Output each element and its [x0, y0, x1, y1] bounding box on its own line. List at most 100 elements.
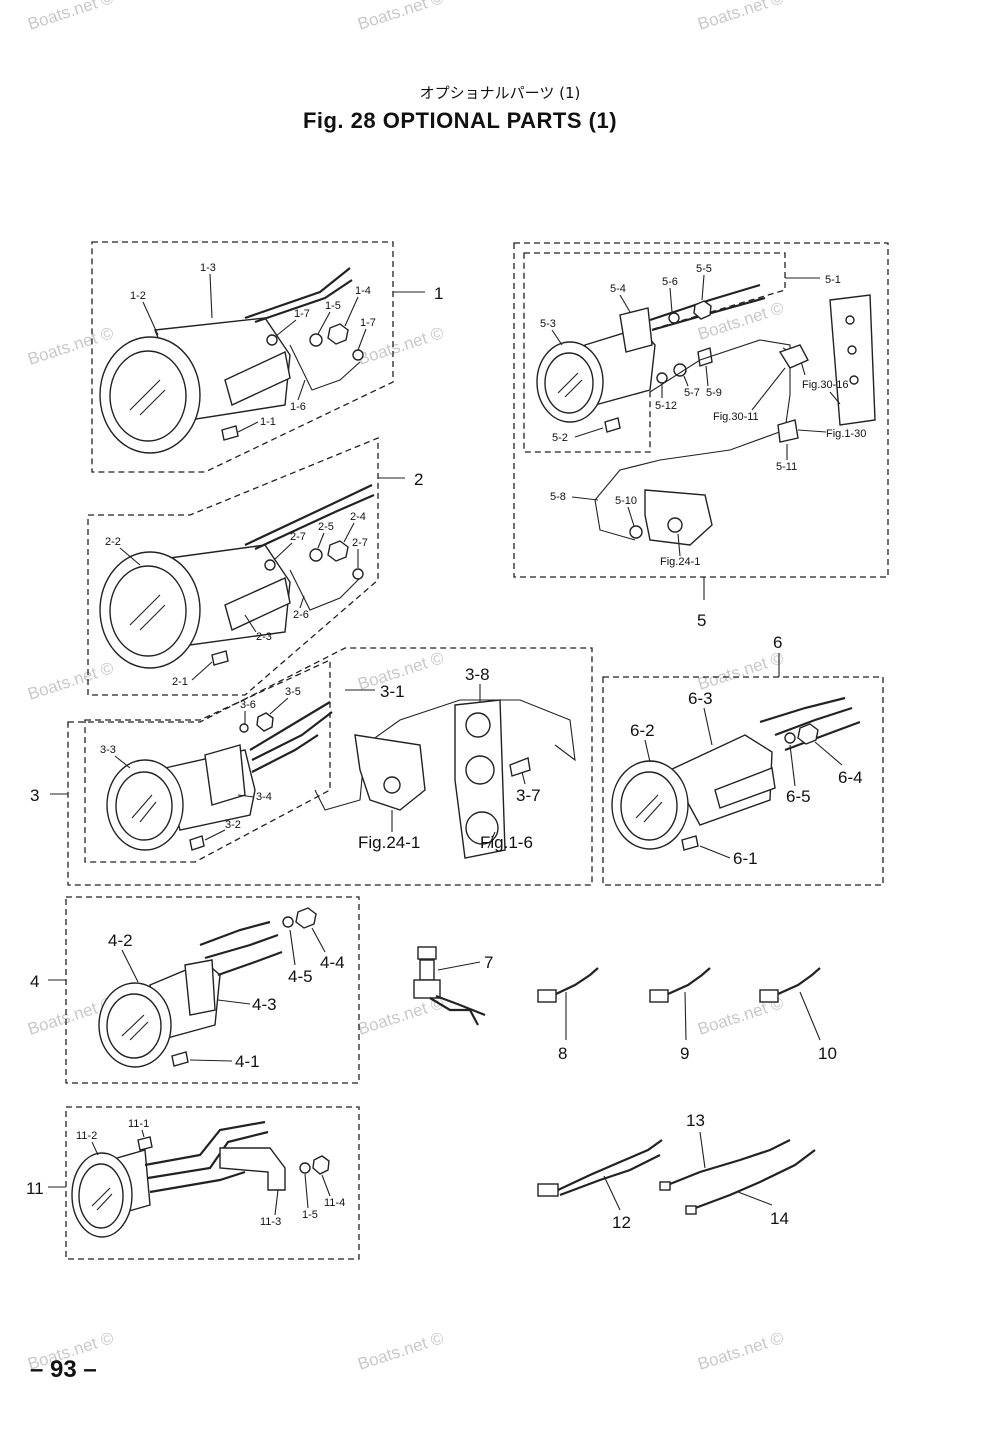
callout-5-4: 5-4: [610, 283, 626, 295]
stud-bolt: [289, 569, 361, 611]
lead-wire: [555, 967, 599, 995]
leader: [357, 328, 367, 351]
group-3-outer-boundary: [67, 647, 593, 886]
gauge-dial: [544, 352, 594, 414]
callout-6-2: 6-2: [630, 721, 655, 740]
mounting-bracket: [219, 1147, 286, 1191]
wire-harness: [249, 701, 331, 751]
callout-12: 12: [612, 1213, 631, 1232]
callout-10: 10: [818, 1044, 837, 1063]
gauge-needle-mark: [131, 794, 157, 823]
gauge-dial: [78, 1163, 124, 1229]
gauge-needle-mark: [129, 379, 166, 416]
callout-1-2: 1-2: [130, 290, 146, 302]
callout-1-7-b: 1-7: [360, 317, 376, 329]
bracket-hole: [667, 517, 683, 533]
nut: [693, 300, 712, 320]
leader: [574, 427, 604, 438]
callout-5-3: 5-3: [540, 318, 556, 330]
callout-11-3: 11-3: [260, 1216, 281, 1228]
callout-9: 9: [680, 1044, 689, 1063]
callout-5-12: 5-12: [655, 400, 677, 412]
callout-3-6: 3-6: [240, 699, 256, 711]
callout-3-3: 3-3: [100, 744, 116, 756]
mounting-bracket: [714, 767, 776, 809]
wire-harness: [429, 997, 479, 1026]
leader: [209, 273, 213, 319]
fitting: [509, 757, 531, 777]
leader: [311, 927, 326, 953]
callout-1-7-a: 1-7: [294, 308, 310, 320]
leader: [299, 595, 305, 609]
terminal: [659, 1181, 671, 1191]
assembly-group-1: 1 1-3 1-2 1-4 1-5 1-7: [91, 241, 443, 473]
callout-3-7: 3-7: [516, 786, 541, 805]
gauge-needle-mark: [121, 1014, 149, 1041]
leader: [344, 296, 359, 327]
bulb: [171, 1051, 189, 1067]
watermark: Boats.net ©: [355, 1328, 446, 1374]
gauge-needle-mark: [91, 1187, 113, 1211]
bulb: [604, 417, 621, 433]
leader: [683, 375, 689, 387]
leader: [619, 294, 631, 313]
washer: [668, 312, 680, 324]
wire-harness: [244, 484, 373, 546]
leader: [244, 614, 257, 633]
callout-6-3: 6-3: [688, 689, 713, 708]
gauge-dial: [109, 350, 187, 442]
leader: [317, 311, 331, 335]
lead-wire: [667, 967, 711, 996]
connector: [649, 989, 669, 1003]
callout-11-5: 1-5: [302, 1209, 318, 1221]
harness-wire: [557, 1139, 663, 1191]
washer: [264, 559, 276, 571]
watermark: Boats.net ©: [355, 323, 446, 369]
callout-4-5: 4-5: [288, 967, 313, 986]
watermark: Boats.net ©: [25, 323, 116, 369]
leader: [189, 1059, 233, 1062]
stud-bolt: [289, 344, 361, 391]
gauge-needle-mark: [129, 594, 166, 631]
part-14-harness: 14: [685, 1149, 816, 1228]
leader: [627, 506, 635, 527]
washer: [266, 334, 278, 346]
leader: [644, 739, 651, 763]
callout-13: 13: [686, 1111, 705, 1130]
leader: [204, 829, 226, 841]
callout-5-8: 5-8: [550, 491, 566, 503]
callout-2-6: 2-6: [293, 609, 309, 621]
leader: [269, 697, 289, 715]
leader: [705, 365, 709, 387]
callout-2-2: 2-2: [105, 536, 121, 548]
plate-hole: [465, 712, 491, 738]
leader: [699, 1131, 706, 1169]
plate-hole: [845, 315, 855, 325]
leader: [551, 329, 563, 346]
wire-harness: [144, 1120, 266, 1167]
callout-5-10: 5-10: [615, 495, 637, 507]
page-number: – 93 –: [30, 1356, 97, 1383]
callout-5-9: 5-9: [706, 387, 722, 399]
washer: [673, 363, 687, 377]
plate-hole: [465, 811, 499, 845]
washer: [309, 548, 323, 562]
mounting-bracket: [224, 577, 291, 631]
callout-fig1-6: Fig.1-6: [480, 833, 533, 852]
watermark: Boats.net ©: [355, 0, 446, 34]
leader: [669, 287, 673, 313]
washer: [309, 333, 323, 347]
bulb: [189, 835, 205, 851]
switch-body: [419, 959, 435, 981]
callout-2-7-b: 2-7: [352, 537, 368, 549]
leader: [141, 1129, 145, 1138]
leader: [437, 961, 481, 971]
gauge-dial: [115, 771, 173, 841]
group-1-boundary: [91, 241, 394, 473]
wire-harness: [199, 920, 271, 947]
callout-11-4: 11-4: [324, 1197, 345, 1209]
leader: [142, 301, 159, 336]
leader: [114, 755, 131, 769]
plate-hole: [849, 375, 859, 385]
